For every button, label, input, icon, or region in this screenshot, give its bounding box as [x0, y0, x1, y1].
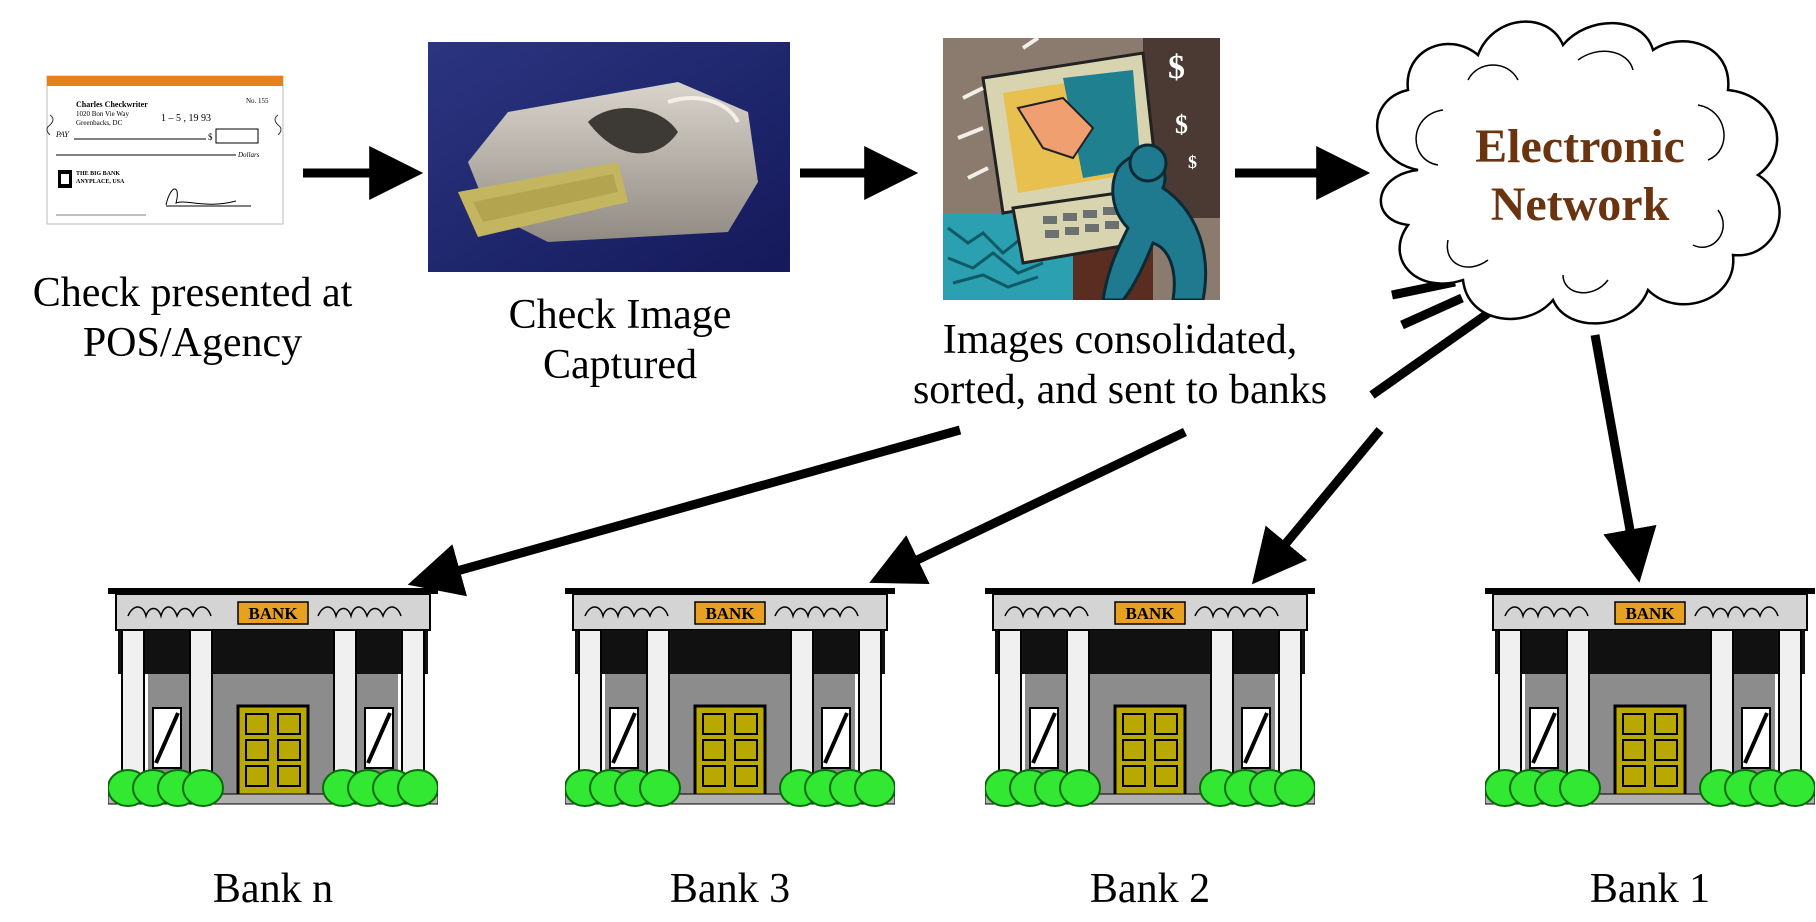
bank-building-icon: BANK	[984, 588, 1316, 850]
bank-label: Bank n	[212, 866, 334, 912]
computer-money-icon: $ $ $	[943, 36, 1220, 302]
bank-label: Bank 2	[1089, 866, 1211, 912]
check-bank-name: THE BIG BANK	[76, 171, 120, 177]
cloud-label-line2: Network	[1491, 178, 1670, 231]
consolidate-caption-line2: sorted, and sent to banks	[912, 367, 1328, 413]
network-cloud-icon: Electronic Network	[1348, 10, 1816, 340]
check-number: No. 155	[246, 97, 269, 105]
check-accent-bar	[47, 76, 283, 86]
check-image-icon: Charles Checkwriter 1020 Bon Vie Way Gre…	[46, 75, 284, 225]
check-caption-line1: Check presented at	[32, 270, 353, 316]
bank-sign-text: BANK	[1625, 604, 1675, 623]
check-caption-line2: POS/Agency	[82, 320, 303, 366]
bank-label: Bank 3	[669, 866, 791, 912]
check-scanner-icon	[428, 42, 790, 272]
bank-sign-text: BANK	[705, 604, 755, 623]
svg-text:$: $	[1168, 49, 1185, 86]
bank-building-icon: BANK	[1484, 588, 1816, 850]
arrow-network-to-bank-1	[1590, 334, 1657, 583]
check-dollars-label: Dollars	[237, 151, 260, 159]
check-address2: Greenbacks, DC	[76, 119, 123, 127]
check-address1: 1020 Bon Vie Way	[76, 110, 130, 118]
svg-text:$: $	[208, 132, 213, 142]
check-bank-place: ANYPLACE, USA	[76, 179, 125, 185]
scanner-caption: Check Image Captured	[455, 290, 785, 390]
scanner-caption-line2: Captured	[543, 342, 697, 388]
bank-label: Bank 1	[1589, 866, 1711, 912]
consolidate-caption: Images consolidated, sorted, and sent to…	[880, 315, 1360, 415]
bank-sign-text: BANK	[248, 604, 298, 623]
arrow-to-bank-2	[1251, 427, 1384, 585]
scanner-caption-line1: Check Image	[508, 292, 732, 338]
arrow-to-bank-n	[407, 425, 962, 597]
check-pay-label: PAY	[55, 130, 70, 139]
svg-text:$: $	[1188, 152, 1197, 172]
check-name: Charles Checkwriter	[76, 100, 148, 109]
bank-sign-text: BANK	[1125, 604, 1175, 623]
check-date: 1 – 5 , 19 93	[161, 113, 211, 124]
network-link-2	[1400, 293, 1464, 330]
bank-building-icon: BANK	[564, 588, 896, 850]
bank-building-icon: BANK	[107, 588, 439, 850]
check-caption: Check presented at POS/Agency	[0, 268, 385, 368]
arrow-to-bank-3	[869, 427, 1187, 584]
cloud-label-line1: Electronic	[1475, 120, 1685, 173]
consolidate-caption-line1: Images consolidated,	[942, 317, 1298, 363]
svg-text:$: $	[1175, 110, 1188, 139]
network-link-3	[1369, 308, 1493, 399]
